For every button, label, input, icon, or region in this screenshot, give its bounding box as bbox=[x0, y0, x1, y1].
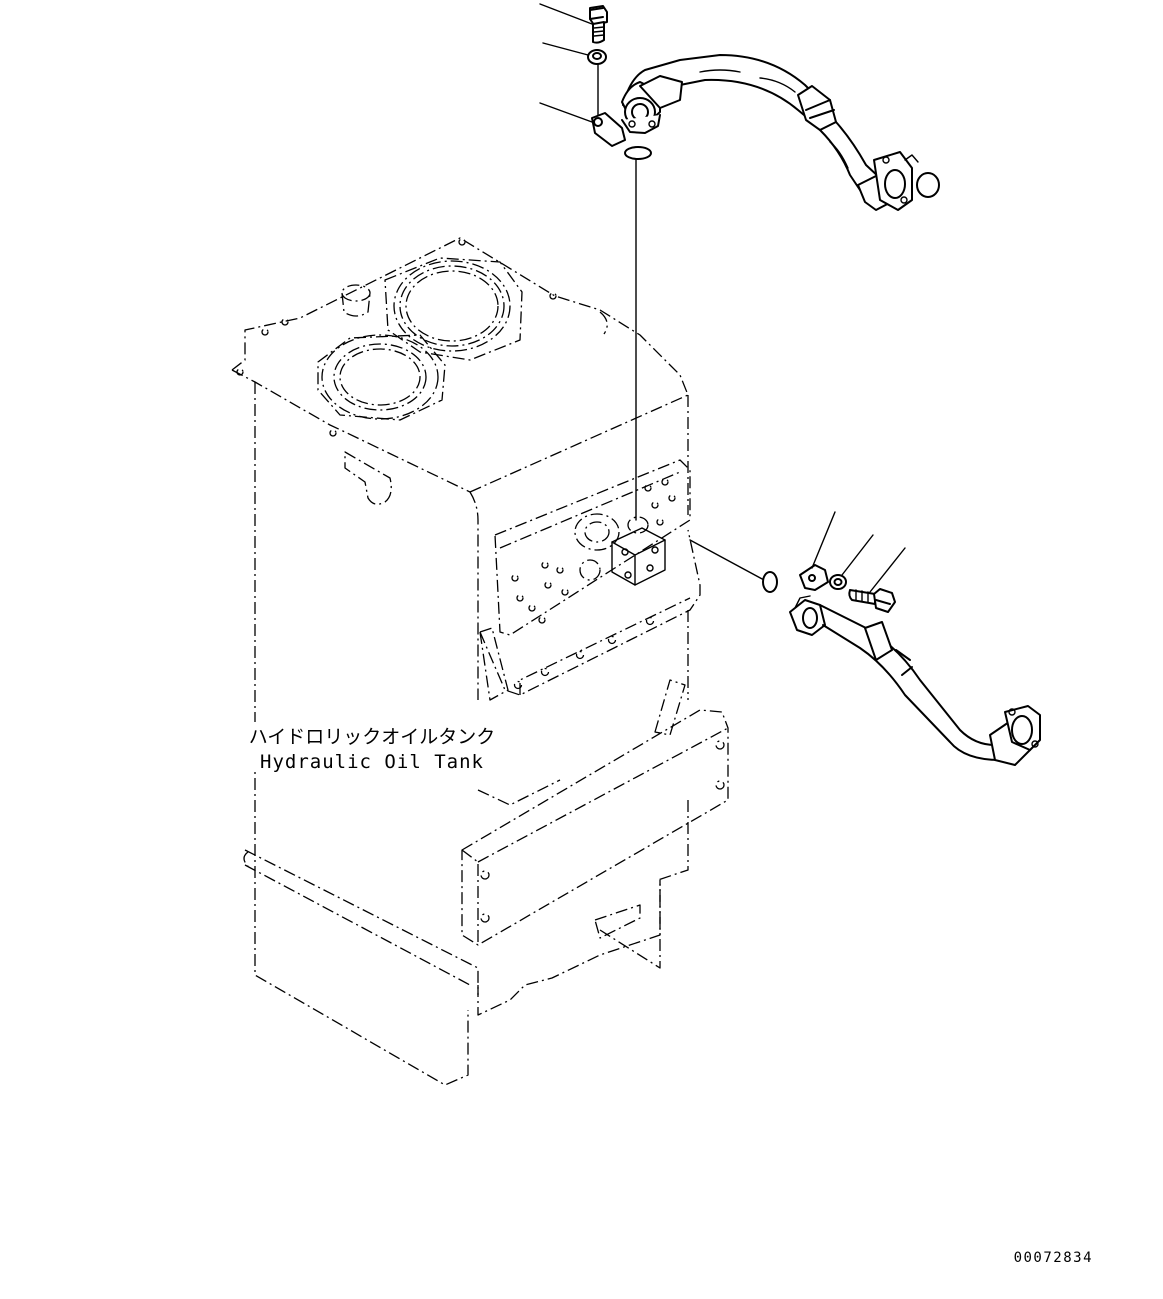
o-ring-upper-end bbox=[916, 172, 940, 198]
bolt-lower bbox=[848, 547, 906, 613]
washer-lower bbox=[829, 534, 874, 590]
tank-label-japanese: ハイドロリックオイルタンク bbox=[249, 726, 496, 748]
washer-upper bbox=[542, 42, 607, 65]
hydraulic-oil-tank bbox=[231, 237, 729, 1086]
tank-label-english: Hydraulic Oil Tank bbox=[260, 751, 484, 773]
o-ring-upper bbox=[624, 146, 652, 160]
upper-hose-assembly bbox=[539, 3, 940, 521]
valve-manifold-plate bbox=[494, 459, 691, 636]
bolt-upper bbox=[539, 3, 608, 44]
drawing-number: 00072834 bbox=[1014, 1250, 1093, 1266]
o-ring-lower bbox=[762, 571, 778, 593]
split-flange-lower bbox=[799, 511, 836, 591]
lower-hose-assembly bbox=[689, 511, 1041, 766]
split-flange-upper bbox=[539, 102, 626, 147]
